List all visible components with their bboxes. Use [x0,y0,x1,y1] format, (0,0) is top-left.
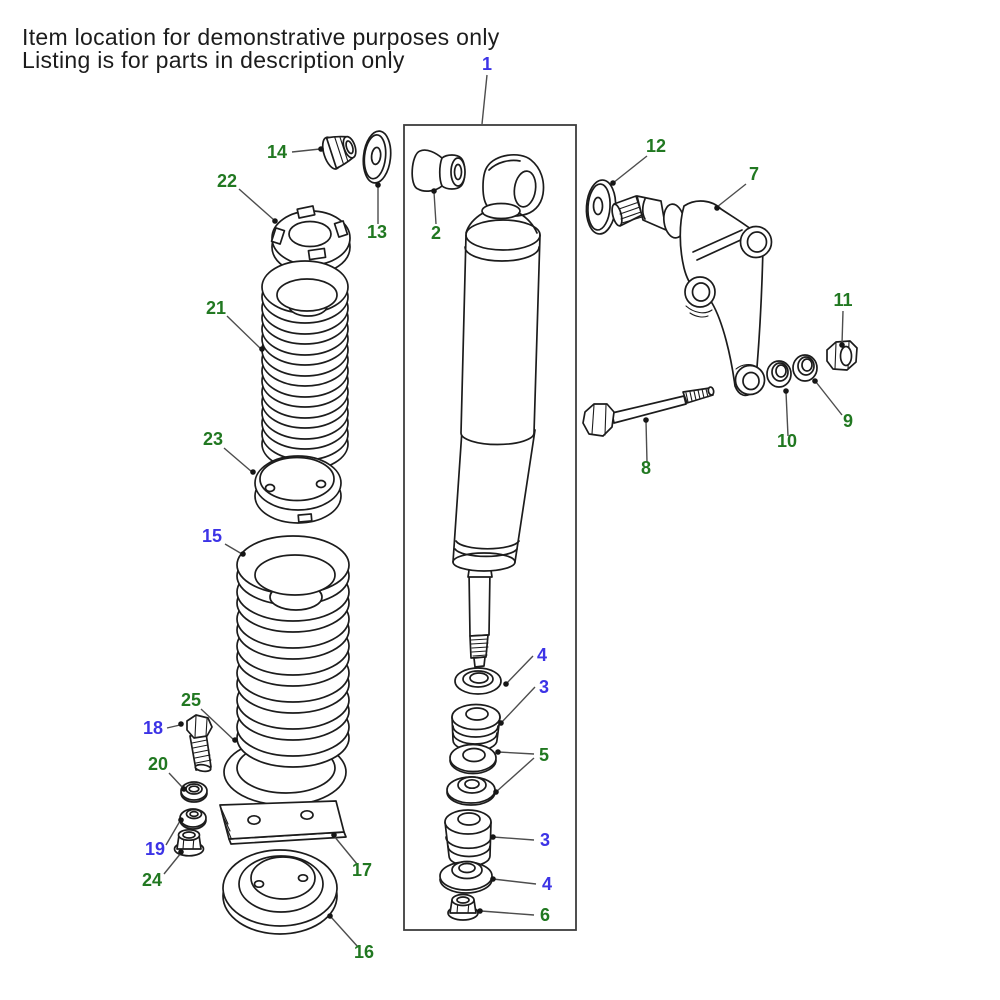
callout-1: 1 [482,54,492,74]
leader-11 [839,310,845,348]
part-spring-15 [236,535,350,768]
leader-12 [610,155,648,186]
leader-5-b [493,757,535,795]
leader-2 [431,188,437,225]
callout-24: 24 [142,870,162,890]
part-dish-16 [222,849,338,935]
part-bolt-8 [582,386,715,437]
part-spring-plate-23 [254,455,342,524]
callout-22: 22 [217,171,237,191]
callout-9: 9 [843,411,853,431]
leader-25 [200,708,238,743]
callout-2: 2 [431,223,441,243]
part-spring-21 [261,260,349,471]
callout-10: 10 [777,431,797,451]
part-plate-17 [219,800,347,845]
leader-1 [481,74,488,125]
callout-18: 18 [143,718,163,738]
part-bushing-2 [411,149,466,192]
callout-25: 25 [181,690,201,710]
part-washer-20 [180,781,208,803]
part-bolt-18 [186,714,213,773]
leader-13 [375,182,381,224]
callout-3-lower: 3 [540,830,550,850]
part-washer-9 [792,354,818,382]
callout-12: 12 [646,136,666,156]
leader-5-a [495,749,535,755]
callout-7: 7 [749,164,759,184]
callout-19: 19 [145,839,165,859]
callout-4-lower: 4 [542,874,552,894]
leader-9 [812,378,843,416]
callout-13: 13 [367,222,387,242]
callout-5: 5 [539,745,549,765]
part-washer-4-cup-lower [439,860,493,894]
leader-14 [291,146,324,153]
callout-17: 17 [352,860,372,880]
leader-22 [238,188,278,224]
leader-15 [224,543,246,557]
leader-24 [163,849,184,875]
part-bushing-3-upper [451,703,501,752]
leader-6 [477,908,535,916]
part-bracket-7 [679,200,773,397]
part-spring-seat-22 [270,205,351,275]
callout-15: 15 [202,526,222,546]
leader-19 [165,817,184,846]
part-shock-absorber [452,153,545,668]
part-nut-14 [321,135,357,170]
callout-14: 14 [267,142,287,162]
leader-18 [166,721,184,729]
header-line-1: Item location for demonstrative purposes… [22,24,500,50]
header-line-2: Listing is for parts in description only [22,47,405,73]
part-nut-11 [826,340,858,371]
callout-11: 11 [833,290,852,310]
part-washer-4-upper [454,667,502,695]
callout-20: 20 [148,754,168,774]
leader-21 [226,315,265,352]
callout-8: 8 [641,458,651,478]
callout-16: 16 [354,942,374,962]
part-washer-5-flat [449,743,497,775]
part-nut-6 [447,893,479,921]
leader-23 [223,447,256,475]
leader-16 [327,913,359,948]
leader-7 [714,183,747,211]
part-washer-13 [362,130,392,184]
leader-8 [643,417,649,463]
part-washer-19 [179,808,207,830]
part-washer-5-cup [446,776,496,806]
leader-4-lower [490,876,537,885]
callout-3-upper: 3 [539,677,549,697]
leader-17 [331,832,358,865]
leader-3-upper [498,686,536,726]
leader-4-upper [503,655,534,687]
callout-4-upper: 4 [537,645,547,665]
callout-6: 6 [540,905,550,925]
leader-3-lower [490,834,535,841]
callout-23: 23 [203,429,223,449]
part-bushing-3-lower [444,809,492,867]
part-stub-shaft [611,195,686,239]
callout-21: 21 [206,298,226,318]
part-nut-24 [173,828,205,857]
leader-20 [168,772,187,792]
assembly-box [403,124,577,931]
part-washer-10 [766,360,792,388]
leader-10 [783,388,789,437]
